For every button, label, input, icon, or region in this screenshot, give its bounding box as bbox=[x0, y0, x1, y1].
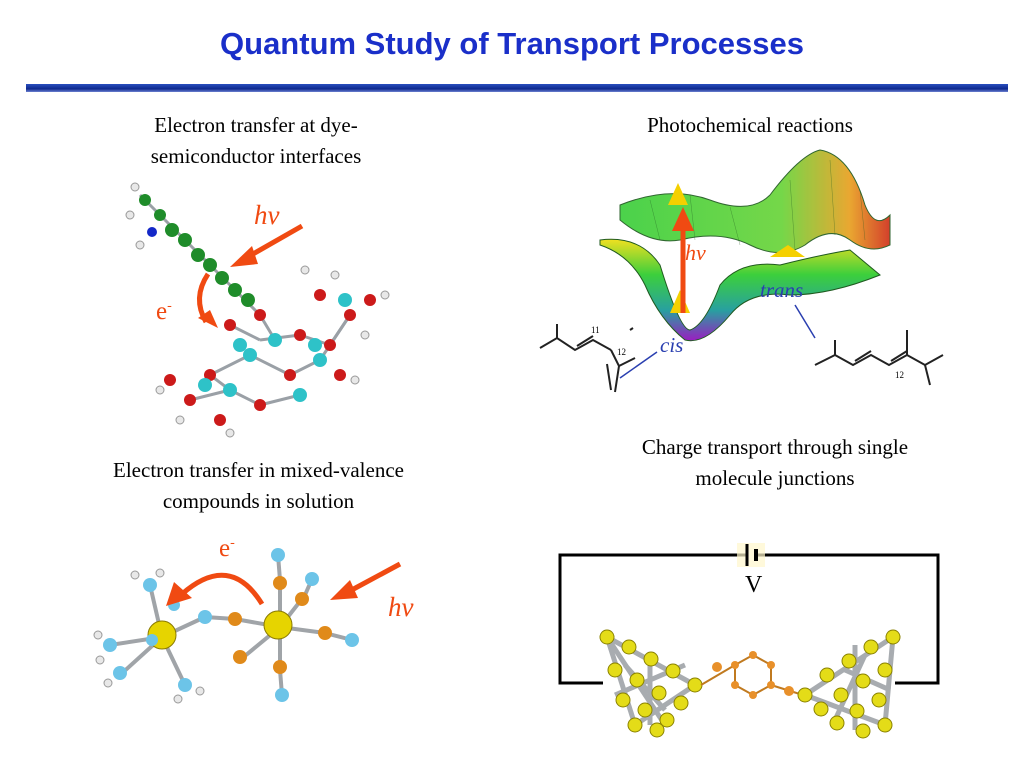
nitrogen-atom bbox=[147, 227, 157, 237]
carbon-atoms bbox=[228, 576, 332, 674]
molecular-junction bbox=[599, 629, 901, 739]
cis-molecule bbox=[539, 324, 636, 393]
dye-semiconductor-molecule bbox=[125, 182, 390, 438]
atom-label-12-trans: 12 bbox=[895, 370, 904, 380]
electron-label: e- bbox=[156, 298, 172, 326]
wavepacket-excited bbox=[668, 183, 688, 205]
photon-label-bottom: hν bbox=[388, 592, 414, 622]
photon-arrow-bottom bbox=[330, 561, 402, 600]
photon-arrow-vertical bbox=[672, 207, 694, 313]
caption-photochemical: Photochemical reactions bbox=[647, 113, 853, 137]
electron-symbol: e bbox=[219, 535, 231, 562]
cis-label: cis bbox=[660, 333, 684, 357]
carbon-atoms bbox=[139, 194, 255, 307]
electron-superscript: - bbox=[230, 535, 235, 551]
electrode-bonds-right bbox=[803, 634, 896, 730]
electron-label-bottom: e- bbox=[219, 535, 235, 563]
voltage-label: V bbox=[745, 572, 763, 598]
titanium-atoms bbox=[198, 293, 352, 402]
electron-symbol: e bbox=[156, 298, 168, 325]
caption-line: Electron transfer in mixed-valence bbox=[113, 458, 404, 482]
carbon-atoms bbox=[712, 651, 794, 699]
electron-curve-arrow bbox=[197, 272, 218, 328]
atom-label-11: 11 bbox=[591, 325, 600, 335]
electron-superscript: - bbox=[167, 298, 172, 314]
surface-mesh bbox=[649, 159, 866, 251]
caption-dye-semiconductor: Electron transfer at dye- semiconductor … bbox=[96, 110, 416, 172]
slide-title: Quantum Study of Transport Processes bbox=[220, 26, 804, 61]
trans-label: trans bbox=[760, 278, 804, 302]
oxygen-atoms bbox=[164, 289, 376, 426]
caption-line: molecule junctions bbox=[695, 466, 855, 490]
hydrogen-atoms bbox=[125, 182, 390, 438]
photon-label: hν bbox=[254, 200, 280, 230]
hydrogen-atoms bbox=[93, 568, 205, 704]
trans-molecule bbox=[814, 330, 944, 386]
nitrogen-atoms bbox=[103, 548, 359, 702]
caption-line: Charge transport through single bbox=[641, 435, 909, 459]
circuit-wires bbox=[558, 553, 940, 685]
photon-arrow-top-left bbox=[230, 223, 304, 267]
isomer-structures: 11 12 12 bbox=[539, 304, 944, 393]
photon-label-vertical: hν bbox=[685, 240, 706, 265]
caption-line: compounds in solution bbox=[162, 489, 355, 513]
title-divider bbox=[26, 84, 1008, 92]
caption-molecular-junction: Charge transport through single molecule… bbox=[590, 432, 960, 494]
circuit-diagram bbox=[558, 543, 940, 685]
caption-line: Electron transfer at dye- bbox=[154, 113, 358, 137]
electron-curve-arrow-bottom bbox=[166, 572, 265, 606]
label-pointers bbox=[619, 304, 816, 379]
caption-mixed-valence: Electron transfer in mixed-valence compo… bbox=[66, 455, 451, 517]
caption-line: semiconductor interfaces bbox=[150, 144, 362, 168]
wavepacket-trans bbox=[770, 245, 805, 257]
gold-atoms-left bbox=[599, 629, 703, 738]
gold-atoms-right bbox=[797, 629, 901, 739]
battery-glow bbox=[737, 543, 765, 567]
atom-label-12-cis: 12 bbox=[617, 347, 626, 357]
mixed-valence-complex bbox=[93, 548, 359, 704]
